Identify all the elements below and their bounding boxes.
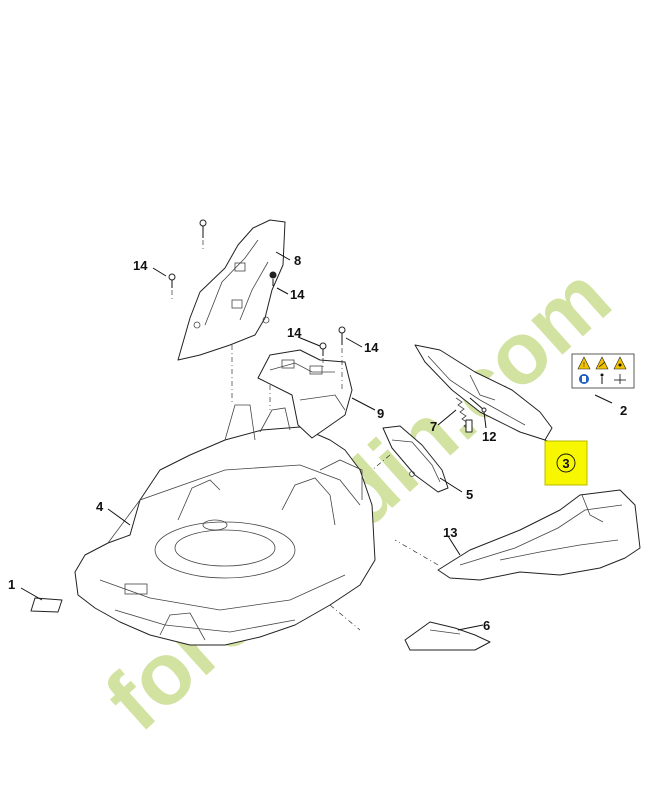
part-8-handle-bracket[interactable] [177, 219, 286, 361]
assembly-lines [171, 240, 566, 631]
part-6[interactable] [404, 621, 491, 651]
screw-14a[interactable] [168, 273, 176, 288]
hand-blade-icon [595, 356, 609, 370]
callout-14c[interactable]: 14 [287, 325, 302, 340]
distance-icon [614, 374, 626, 384]
callout-13[interactable]: 13 [443, 525, 457, 540]
screw-top[interactable] [199, 219, 207, 238]
callout-14b[interactable]: 14 [290, 287, 305, 302]
svg-text:!: ! [583, 362, 585, 369]
callout-9[interactable]: 9 [377, 406, 384, 421]
operator-icon [600, 373, 604, 384]
screw-14b[interactable] [269, 271, 277, 287]
part-7-spring[interactable] [455, 397, 473, 433]
debris-icon [613, 356, 627, 370]
part-1-label-plate[interactable] [30, 597, 63, 613]
screw-14c[interactable] [319, 342, 327, 356]
screw-14d[interactable] [338, 326, 346, 345]
callout-14a[interactable]: 14 [133, 258, 148, 273]
part-13-chute[interactable] [437, 489, 641, 581]
part-5-flap[interactable] [382, 425, 449, 493]
callout-7[interactable]: 7 [430, 419, 437, 434]
part-4-mower-deck[interactable] [74, 404, 376, 646]
callout-12[interactable]: 12 [482, 429, 496, 444]
callout-3-circle [556, 453, 576, 473]
part-3-rear-guard[interactable] [414, 344, 553, 441]
part-2-warning-label[interactable]: ! [571, 353, 635, 389]
part-12-rod[interactable] [469, 397, 487, 413]
callout-3[interactable]: 3 [562, 456, 569, 471]
callout-14d[interactable]: 14 [364, 340, 379, 355]
callout-8[interactable]: 8 [294, 253, 301, 268]
callout-1[interactable]: 1 [8, 577, 15, 592]
callout-2[interactable]: 2 [620, 403, 627, 418]
callout-4[interactable]: 4 [96, 499, 104, 514]
callout-6[interactable]: 6 [483, 618, 490, 633]
callout-labels: 1 2 3 4 5 6 7 8 9 12 13 14 14 14 14 [8, 253, 627, 633]
manual-icon [579, 374, 589, 384]
part-9-cover-bracket[interactable] [257, 349, 353, 439]
callout-3-highlight [544, 440, 588, 486]
warning-triangle-icon: ! [577, 356, 591, 370]
callout-5[interactable]: 5 [466, 487, 473, 502]
